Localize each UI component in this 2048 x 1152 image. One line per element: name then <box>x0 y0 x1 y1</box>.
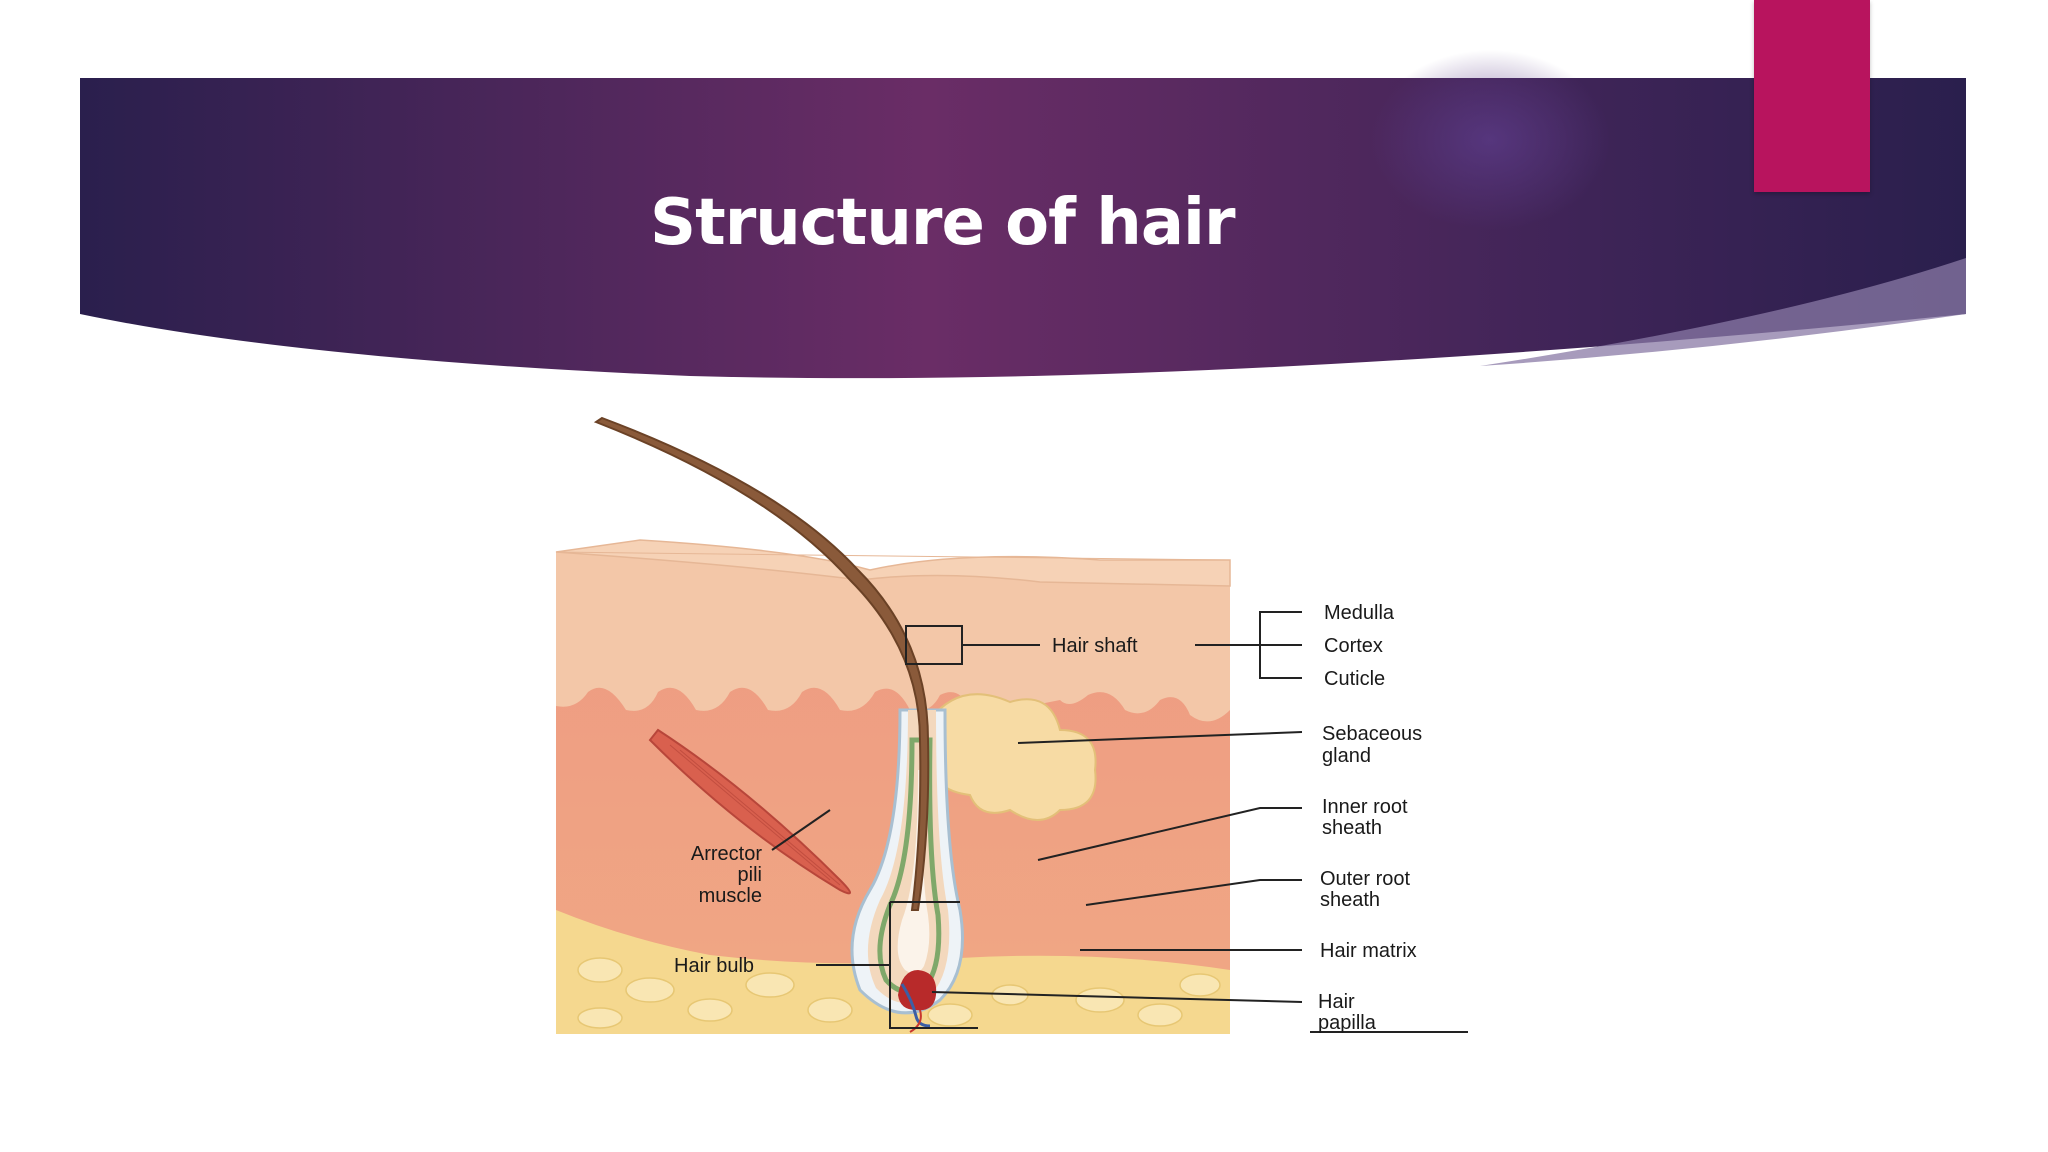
hair-strand <box>593 416 930 911</box>
label-sebaceous-1: Sebaceous <box>1322 723 1422 745</box>
leader-lines <box>771 611 1468 1033</box>
label-arrector-2: pili <box>738 864 762 886</box>
label-outer-root-1: Outer root <box>1320 868 1410 890</box>
hair-papilla <box>898 970 937 1011</box>
label-medulla: Medulla <box>1324 602 1395 624</box>
label-inner-root-1: Inner root <box>1322 796 1408 818</box>
label-papilla-2: papilla <box>1318 1012 1377 1034</box>
accent-tab <box>1754 0 1870 192</box>
label-cortex: Cortex <box>1324 635 1383 657</box>
label-cuticle: Cuticle <box>1324 668 1385 690</box>
label-hair-matrix: Hair matrix <box>1320 940 1417 962</box>
header-band <box>80 50 1966 379</box>
slide-title: Structure of hair <box>650 186 1235 260</box>
label-papilla-1: Hair <box>1318 991 1355 1013</box>
header-glow <box>1370 50 1610 230</box>
label-sebaceous-2: gland <box>1322 745 1371 767</box>
header-swoosh <box>1480 258 1966 366</box>
label-outer-root-2: sheath <box>1320 889 1380 911</box>
label-inner-root-2: sheath <box>1322 817 1382 839</box>
label-hair-bulb: Hair bulb <box>674 955 754 977</box>
label-hair-shaft: Hair shaft <box>1052 635 1138 657</box>
hair-structure-diagram: Hair shaft Medulla Cortex Cuticle Sebace… <box>555 416 1468 1034</box>
label-arrector-3: muscle <box>699 885 762 907</box>
label-arrector-1: Arrector <box>691 843 762 865</box>
